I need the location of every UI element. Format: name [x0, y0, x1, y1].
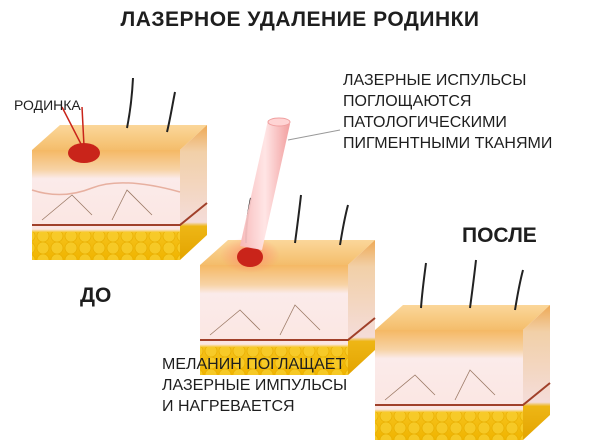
- laser-note-line: ПОГЛОЩАЮТСЯ: [343, 93, 472, 110]
- skin-block-before: [31, 77, 208, 260]
- melanin-note-line: И НАГРЕВАЕТСЯ: [162, 398, 295, 415]
- melanin-note-line: МЕЛАНИН ПОГЛАЩАЕТ: [162, 356, 346, 373]
- mole-mark: [68, 143, 100, 163]
- mole-mark-heated: [237, 247, 263, 267]
- after-label: ПОСЛЕ: [462, 224, 537, 247]
- diagram-title: ЛАЗЕРНОЕ УДАЛЕНИЕ РОДИНКИ: [120, 8, 480, 31]
- skin-block-during: [200, 194, 376, 375]
- laser-note: ЛАЗЕРНЫЕ ИСПУЛЬСЫ ПОГЛОЩАЮТСЯ ПАТОЛОГИЧЕ…: [343, 70, 552, 154]
- mole-label: РОДИНКА: [14, 97, 81, 113]
- before-label: ДО: [80, 284, 112, 307]
- laser-note-line: ПАТОЛОГИЧЕСКИМИ: [343, 114, 507, 131]
- laser-beam: [240, 117, 341, 250]
- melanin-note: МЕЛАНИН ПОГЛАЩАЕТ ЛАЗЕРНЫЕ ИМПУЛЬСЫ И НА…: [162, 354, 347, 417]
- melanin-note-line: ЛАЗЕРНЫЕ ИМПУЛЬСЫ: [162, 377, 348, 394]
- laser-note-line: ЛАЗЕРНЫЕ ИСПУЛЬСЫ: [343, 72, 527, 89]
- skin-block-after: [375, 259, 551, 440]
- laser-note-line: ПИГМЕНТНЫМИ ТКАНЯМИ: [343, 135, 553, 152]
